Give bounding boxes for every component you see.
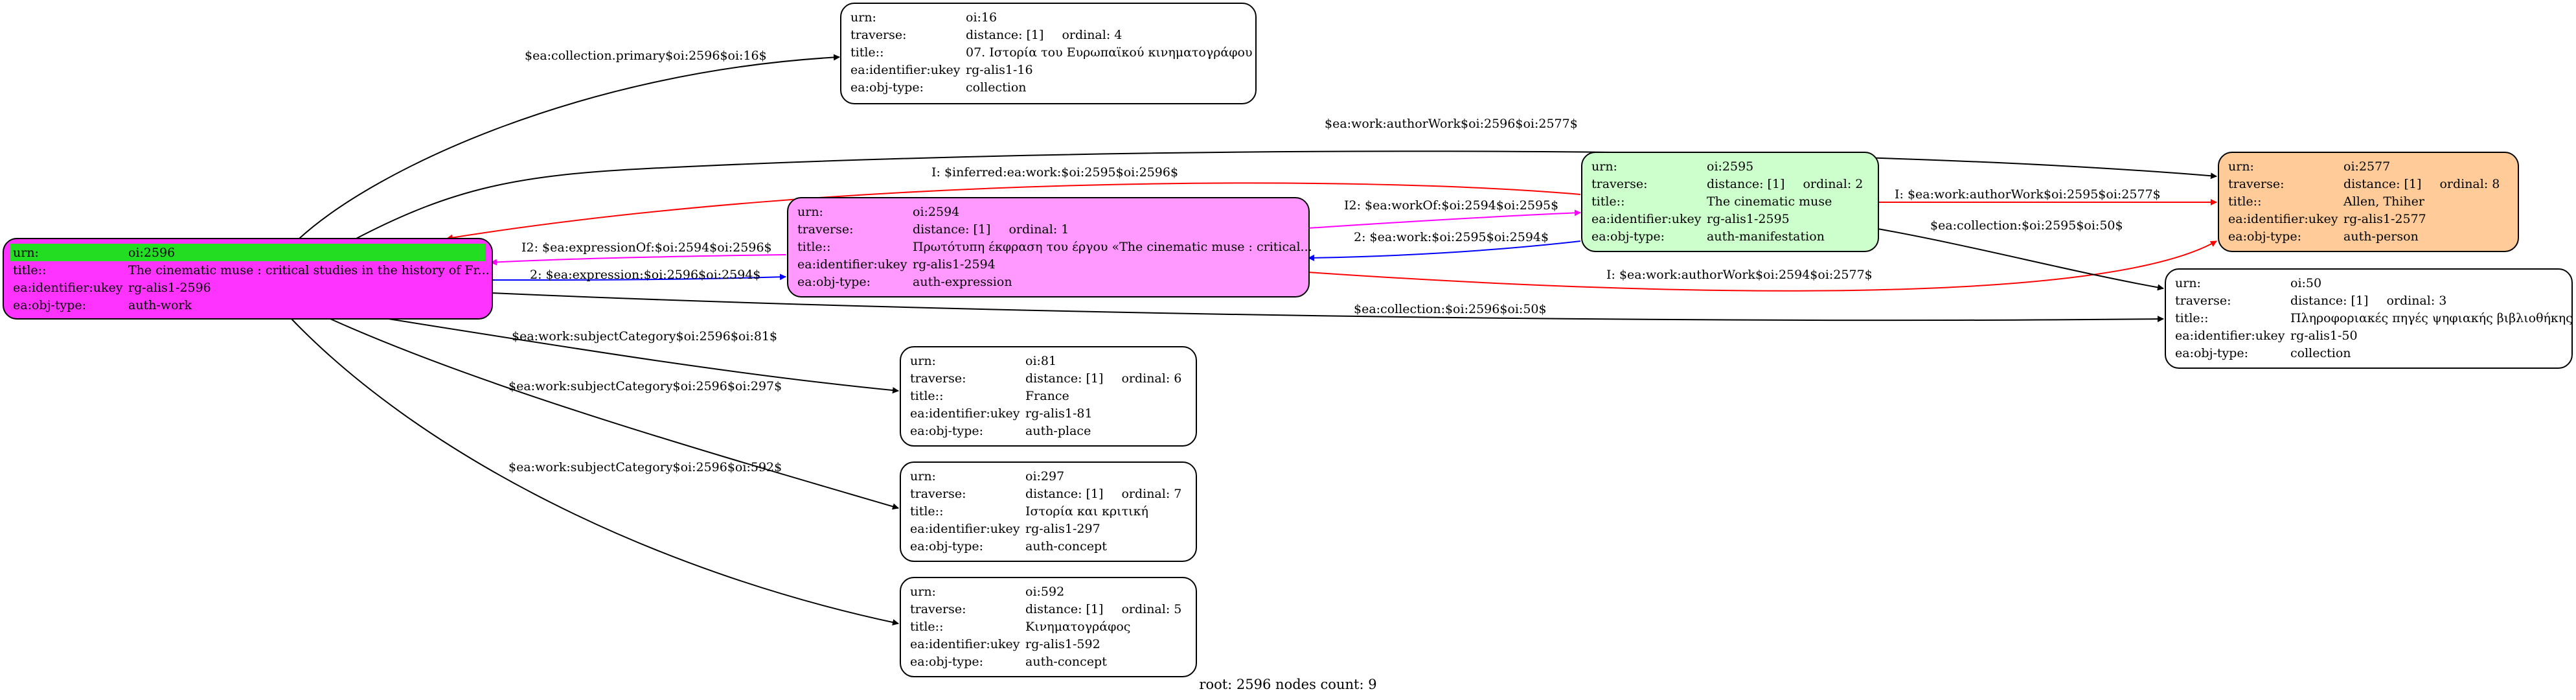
node-oi-2594[interactable]: urn:oi:2594 traverse:distance: [1]ordina…	[787, 197, 1312, 298]
edge-collection-primary	[299, 54, 840, 239]
node-row-title: title::Πληροφοριακές πηγές ψηφιακής βιβλ…	[2175, 310, 2573, 325]
edge-collection-2596	[490, 292, 2164, 323]
node-row-traverse: traverse:distance: [1]ordinal: 4	[850, 27, 1123, 42]
node-row-urn: urn:oi:592	[910, 584, 1065, 599]
node-row-urn: urn:oi:2594	[797, 204, 960, 219]
edge-label-collection-primary: $ea:collection.primary$oi:2596$oi:16$	[525, 49, 767, 63]
node-row-objtype: ea:obj-type:auth-work	[13, 298, 192, 312]
node-row-title: title::Ιστορία και κριτική	[910, 504, 1148, 519]
node-row-traverse: traverse:distance: [1]ordinal: 1	[797, 222, 1069, 237]
edge-collection-2595	[1877, 228, 2164, 291]
edge-expression-of	[490, 254, 786, 266]
node-oi-2577[interactable]: urn:oi:2577 traverse:distance: [1]ordina…	[2218, 152, 2519, 252]
edge-label-expression: 2: $ea:expression:$oi:2596$oi:2594$	[530, 268, 761, 282]
node-oi-297[interactable]: urn:oi:297 traverse:distance: [1]ordinal…	[900, 461, 1197, 562]
node-row-title: title::Allen, Thiher	[2228, 194, 2424, 209]
node-row-objtype: ea:obj-type:auth-place	[910, 423, 1091, 438]
node-row-title: title::07. Ιστορία του Ευρωπαϊκού κινημα…	[850, 45, 1253, 60]
node-row-title: title::The cinematic muse	[1591, 194, 1832, 209]
node-oi-592[interactable]: urn:oi:592 traverse:distance: [1]ordinal…	[900, 577, 1197, 677]
edge-label-subject-592: $ea:work:subjectCategory$oi:2596$oi:592$	[508, 460, 782, 474]
edge-inferred-work	[446, 182, 1581, 241]
node-oi-50[interactable]: urn:oi:50 traverse:distance: [1]ordinal:…	[2165, 268, 2573, 369]
edge-subject-81	[388, 318, 899, 394]
node-row-title: title::Πρωτότυπη έκφραση του έργου «The …	[797, 239, 1312, 254]
edge-author-work-2594	[1308, 240, 2217, 292]
edge-label-collection-2596: $ea:collection:$oi:2596$oi:50$	[1354, 302, 1547, 316]
edge-label-subject-297: $ea:work:subjectCategory$oi:2596$oi:297$	[508, 379, 782, 393]
node-row-objtype: ea:obj-type:auth-concept	[910, 654, 1107, 669]
graph-footer: root: 2596 nodes count: 9	[1199, 677, 1377, 692]
node-row-urn: urn:oi:2596	[10, 244, 485, 261]
edge-subject-297	[330, 318, 899, 510]
node-oi-2595[interactable]: urn:oi:2595 traverse:distance: [1]ordina…	[1581, 152, 1879, 252]
node-oi-2596-root[interactable]: urn:oi:2596 title::The cinematic muse : …	[3, 238, 493, 320]
edge-label-work-of: I2: $ea:workOf:$oi:2594$oi:2595$	[1344, 198, 1558, 213]
node-row-urn: urn:oi:297	[910, 469, 1065, 484]
node-oi-81[interactable]: urn:oi:81 traverse:distance: [1]ordinal:…	[900, 346, 1197, 447]
edge-expression	[490, 274, 786, 281]
edge-label-collection-2595: $ea:collection:$oi:2595$oi:50$	[1930, 218, 2123, 233]
node-row-title: title::France	[910, 388, 1069, 403]
edge-label-author-work-2595: I: $ea:work:authorWork$oi:2595$oi:2577$	[1895, 187, 2161, 202]
edge-label-subject-81: $ea:work:subjectCategory$oi:2596$oi:81$	[512, 329, 777, 344]
node-row-traverse: traverse:distance: [1]ordinal: 7	[910, 486, 1182, 501]
edge-work-of	[1308, 209, 1581, 229]
node-row-traverse: traverse:distance: [1]ordinal: 8	[2228, 176, 2500, 191]
node-row-objtype: ea:obj-type:collection	[2175, 345, 2351, 360]
node-row-urn: urn:oi:50	[2175, 275, 2322, 290]
node-row-objtype: ea:obj-type:auth-person	[2228, 229, 2419, 244]
node-row-traverse: traverse:distance: [1]ordinal: 2	[1591, 176, 1864, 191]
node-row-objtype: ea:obj-type:collection	[850, 80, 1027, 95]
node-row-urn: urn:oi:16	[850, 10, 997, 25]
node-row-urn: urn:oi:2577	[2228, 159, 2391, 174]
node-row-traverse: traverse:distance: [1]ordinal: 6	[910, 371, 1182, 386]
edge-label-author-work-2596: $ea:work:authorWork$oi:2596$oi:2577$	[1325, 117, 1578, 131]
node-row-traverse: traverse:distance: [1]ordinal: 3	[2175, 293, 2447, 308]
node-row-urn: urn:oi:81	[910, 353, 1057, 368]
node-row-urn: urn:oi:2595	[1591, 159, 1754, 174]
edge-author-work-2596	[356, 150, 2217, 239]
node-row-objtype: ea:obj-type:auth-expression	[797, 274, 1012, 289]
node-oi-16[interactable]: urn:oi:16 traverse:distance: [1]ordinal:…	[840, 3, 1257, 104]
edge-label-work: 2: $ea:work:$oi:2595$oi:2594$	[1354, 230, 1549, 244]
node-row-title: title::Κινηματογράφος	[910, 619, 1131, 634]
edge-work	[1308, 240, 1581, 261]
node-row-objtype: ea:obj-type:auth-concept	[910, 539, 1107, 554]
node-row-title: title::The cinematic muse : critical stu…	[13, 262, 490, 277]
edge-subject-592	[291, 318, 899, 626]
node-row-objtype: ea:obj-type:auth-manifestation	[1591, 229, 1825, 244]
edge-label-expression-of: I2: $ea:expressionOf:$oi:2594$oi:2596$	[521, 240, 772, 255]
edge-label-author-work-2594: I: $ea:work:authorWork$oi:2594$oi:2577$	[1606, 268, 1873, 282]
edge-label-inferred-work: I: $inferred:ea:work:$oi:2595$oi:2596$	[931, 165, 1178, 180]
node-row-traverse: traverse:distance: [1]ordinal: 5	[910, 601, 1182, 616]
